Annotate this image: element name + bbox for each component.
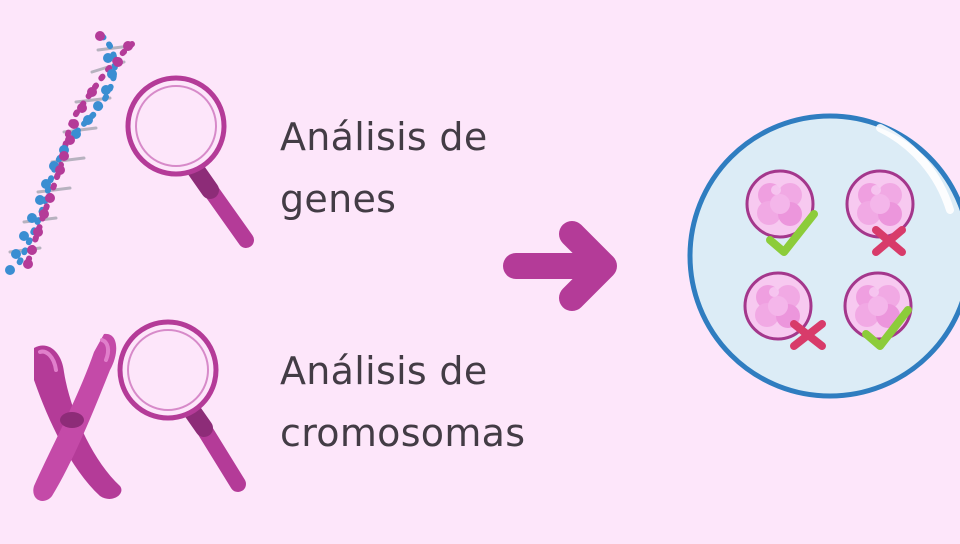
dna-helix-icon <box>5 31 135 275</box>
label-chromosome-analysis: Análisis de cromosomas <box>280 340 525 464</box>
cross-mark-icon <box>790 320 826 350</box>
check-mark-icon <box>766 210 818 256</box>
label-gene-analysis: Análisis de genes <box>280 106 488 230</box>
label-chromosome-analysis-line2: cromosomas <box>280 411 526 455</box>
cross-mark-icon <box>872 226 906 256</box>
petri-dish-icon <box>687 113 960 399</box>
chromosome-icon <box>33 333 122 501</box>
label-chromosome-analysis-line1: Análisis de <box>280 349 488 393</box>
magnifying-glass-icon-genes <box>125 75 254 248</box>
arrow-right-icon <box>503 221 617 311</box>
embryo-4 <box>843 271 913 341</box>
label-gene-analysis-line2: genes <box>280 177 397 221</box>
label-gene-analysis-line1: Análisis de <box>280 115 488 159</box>
check-mark-icon <box>862 306 912 350</box>
magnifying-glass-icon-chromosomes <box>117 319 246 492</box>
